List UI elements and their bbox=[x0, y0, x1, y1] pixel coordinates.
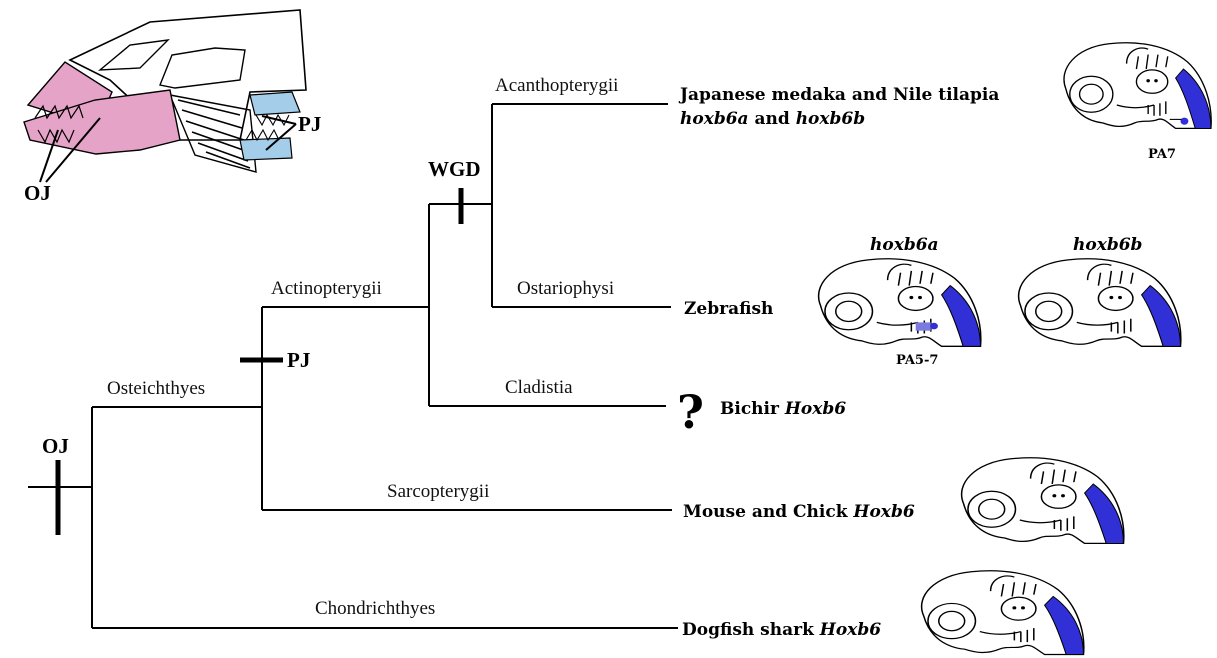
oj-marker-label: OJ bbox=[42, 434, 69, 458]
pharyngeal-jaw-upper bbox=[250, 92, 300, 115]
zebrafish-hoxb6b-label: hoxb6b bbox=[1073, 235, 1142, 255]
taxon-medaka-genes: hoxb6a and hoxb6b bbox=[680, 109, 865, 129]
clade-sarcopterygii: Sarcopterygii bbox=[387, 481, 489, 502]
taxon-medaka-tilapia: Japanese medaka and Nile tilapia bbox=[678, 85, 999, 105]
mouse-name: Mouse and Chick bbox=[683, 502, 853, 522]
clade-actinopterygii: Actinopterygii bbox=[271, 278, 382, 299]
embryo-mouse-chick bbox=[962, 458, 1124, 544]
medaka-gene-a: hoxb6a bbox=[680, 109, 749, 129]
mouse-gene: Hoxb6 bbox=[852, 502, 914, 522]
taxon-dogfish-shark: Dogfish shark Hoxb6 bbox=[682, 620, 881, 640]
clade-acanthopterygii: Acanthopterygii bbox=[495, 75, 618, 96]
medaka-gene-b: hoxb6b bbox=[796, 109, 865, 129]
wgd-marker-label: WGD bbox=[428, 157, 481, 181]
embryo-dogfish-shark bbox=[922, 571, 1084, 655]
bichir-gene: Hoxb6 bbox=[784, 399, 846, 419]
embryo-medaka-tilapia bbox=[1064, 43, 1211, 129]
pa5-7-expression bbox=[916, 322, 931, 330]
clade-osteichthyes: Osteichthyes bbox=[107, 378, 205, 399]
clade-chondrichthyes: Chondrichthyes bbox=[315, 598, 435, 619]
taxon-mouse-chick: Mouse and Chick Hoxb6 bbox=[683, 502, 915, 522]
zebrafish-hoxb6a-label: hoxb6a bbox=[870, 235, 939, 255]
pj-marker-label: PJ bbox=[287, 348, 310, 372]
pa7-expression-spot bbox=[1181, 118, 1189, 125]
bichir-question-mark: ? bbox=[677, 385, 704, 439]
shark-name: Dogfish shark bbox=[682, 620, 820, 640]
fish-skull-illustration: OJ PJ bbox=[24, 10, 321, 205]
embryo-zebrafish-hoxb6b bbox=[1019, 259, 1181, 347]
embryo-zebrafish-hoxb6a bbox=[819, 259, 981, 347]
skull-oj-label: OJ bbox=[24, 181, 51, 205]
skull-pj-label: PJ bbox=[298, 112, 321, 136]
medaka-genes-and: and bbox=[749, 109, 796, 129]
taxon-bichir: Bichir Hoxb6 bbox=[720, 399, 846, 419]
taxon-zebrafish: Zebrafish bbox=[684, 299, 773, 319]
bichir-name: Bichir bbox=[720, 399, 785, 419]
shark-gene: Hoxb6 bbox=[819, 620, 881, 640]
zebrafish-pa-label: PA5-7 bbox=[896, 353, 938, 368]
clade-ostariophysi: Ostariophysi bbox=[517, 278, 614, 299]
medaka-pa-label: PA7 bbox=[1148, 147, 1176, 162]
tree-branches bbox=[28, 104, 678, 628]
clade-cladistia: Cladistia bbox=[505, 377, 573, 398]
